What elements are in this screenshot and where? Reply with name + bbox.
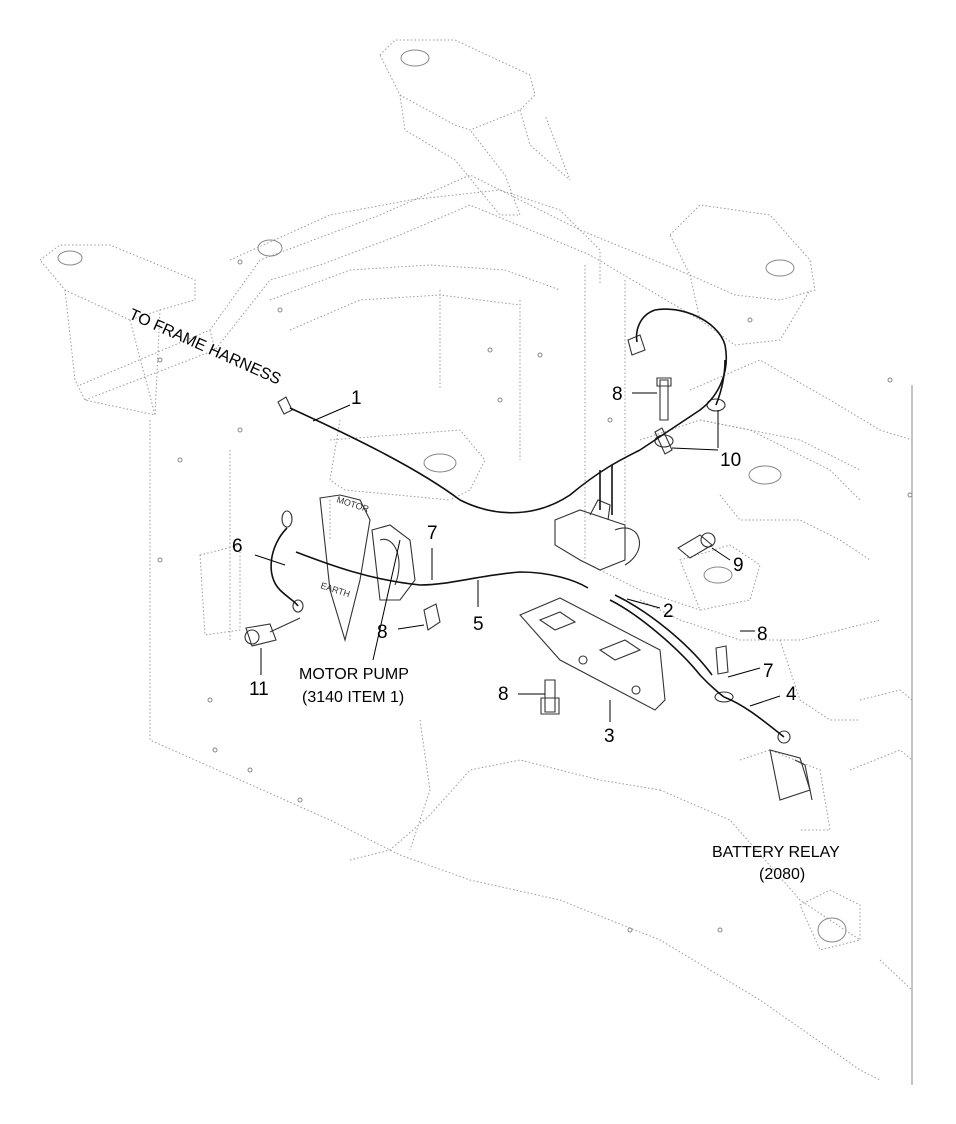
callout-11: 11 xyxy=(249,679,269,700)
bolt-9 xyxy=(677,534,713,559)
callout-10: 10 xyxy=(720,450,741,471)
callout-4: 4 xyxy=(786,684,797,705)
parts xyxy=(244,334,813,801)
callout-8-relay: 8 xyxy=(757,624,768,645)
callout-8-clamp: 8 xyxy=(612,384,623,405)
machine-frame xyxy=(39,39,913,1085)
callout-8-motor: 8 xyxy=(377,622,388,643)
label-to-frame-harness: TO FRAME HARNESS xyxy=(126,306,283,388)
bolt-8b xyxy=(423,603,441,631)
leader-lines xyxy=(254,392,781,722)
wire-1 xyxy=(289,407,641,514)
callout-5: 5 xyxy=(473,614,484,635)
bolt-11 xyxy=(245,623,277,647)
label-earth-tag: EARTH xyxy=(319,580,351,599)
callout-2: 2 xyxy=(663,601,674,622)
harness-plug xyxy=(277,396,293,415)
bracket-3 xyxy=(519,597,666,711)
callout-9: 9 xyxy=(733,555,744,576)
wire-5 xyxy=(295,551,589,589)
label-motor-pump: MOTOR PUMP xyxy=(299,666,409,683)
bolt-8d xyxy=(715,645,729,675)
bolt-8a xyxy=(659,379,669,421)
callout-6: 6 xyxy=(232,536,243,557)
clamp-10a xyxy=(654,427,673,455)
relay-bracket xyxy=(554,509,626,571)
callout-7-motor: 7 xyxy=(427,523,438,544)
label-battery-relay: BATTERY RELAY xyxy=(712,844,840,861)
callout-3: 3 xyxy=(604,726,615,747)
wire-4 xyxy=(609,599,725,698)
wires xyxy=(270,308,785,738)
callout-7-relay: 7 xyxy=(763,661,774,682)
callout-1: 1 xyxy=(351,388,362,409)
labels: TO FRAME HARNESS MOTOR PUMP (3140 ITEM 1… xyxy=(126,306,840,883)
bolt-8c xyxy=(544,679,556,713)
motor-pump xyxy=(319,494,371,643)
label-motor-tag: MOTOR xyxy=(335,494,370,514)
label-battery-relay-ref: (2080) xyxy=(759,866,805,883)
callouts: 1 2 3 4 5 6 7 7 8 8 8 8 9 10 11 xyxy=(232,384,797,747)
label-motor-pump-ref: (3140 ITEM 1) xyxy=(302,689,404,706)
wire-6 xyxy=(270,527,299,607)
callout-8-bracket: 8 xyxy=(498,684,509,705)
